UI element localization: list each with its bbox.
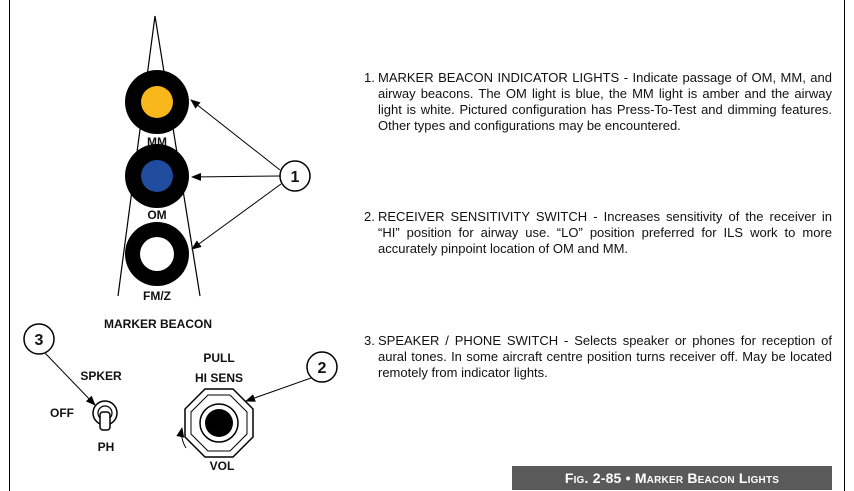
figure-frame bbox=[9, 0, 845, 491]
figure-caption-text: Fig. 2-85 • Marker Beacon Lights bbox=[564, 470, 780, 486]
callout-2-arrow bbox=[245, 377, 312, 402]
ph-label: PH bbox=[98, 440, 115, 454]
callout-1-number: 1 bbox=[291, 169, 300, 186]
pull-label: PULL bbox=[203, 351, 234, 365]
description-1: 1. MARKER BEACON INDICATOR LIGHTS - Indi… bbox=[364, 70, 832, 134]
callout-3-circle bbox=[23, 323, 55, 355]
callout-1-arrows bbox=[190, 99, 282, 250]
speaker-phone-toggle-switch[interactable] bbox=[92, 400, 118, 431]
om-label: OM bbox=[147, 208, 166, 222]
description-3-text: SPEAKER / PHONE SWITCH - Selects speaker… bbox=[378, 333, 832, 380]
description-2: 2. RECEIVER SENSITIVITY SWITCH - Increas… bbox=[364, 209, 832, 257]
figure-caption: Fig. 2-85 • Marker Beacon Lights bbox=[512, 466, 832, 490]
off-label: OFF bbox=[50, 406, 74, 420]
airway-light[interactable] bbox=[125, 222, 189, 286]
description-2-text: RECEIVER SENSITIVITY SWITCH - Increases … bbox=[378, 209, 832, 256]
marker-beacon-label: MARKER BEACON bbox=[104, 317, 212, 331]
callout-1-circle bbox=[279, 160, 311, 192]
mm-light[interactable] bbox=[125, 70, 189, 134]
description-1-text: MARKER BEACON INDICATOR LIGHTS - Indicat… bbox=[378, 70, 832, 133]
callout-3-number: 3 bbox=[35, 332, 44, 349]
om-light[interactable] bbox=[125, 144, 189, 208]
vol-label: VOL bbox=[210, 459, 235, 473]
description-2-number: 2. bbox=[364, 209, 375, 224]
hi-sens-volume-knob[interactable] bbox=[184, 388, 254, 458]
spker-label: SPKER bbox=[80, 369, 122, 383]
description-3: 3. SPEAKER / PHONE SWITCH - Selects spea… bbox=[364, 333, 832, 381]
volume-arc-arrow bbox=[176, 427, 187, 449]
fmz-label: FM/Z bbox=[143, 289, 171, 303]
callout-3-arrow bbox=[44, 352, 96, 406]
description-3-number: 3. bbox=[364, 333, 375, 348]
description-1-number: 1. bbox=[364, 70, 375, 85]
callout-2-circle bbox=[306, 351, 338, 383]
hi-sens-label: HI SENS bbox=[195, 371, 243, 385]
callout-2-number: 2 bbox=[318, 360, 327, 377]
